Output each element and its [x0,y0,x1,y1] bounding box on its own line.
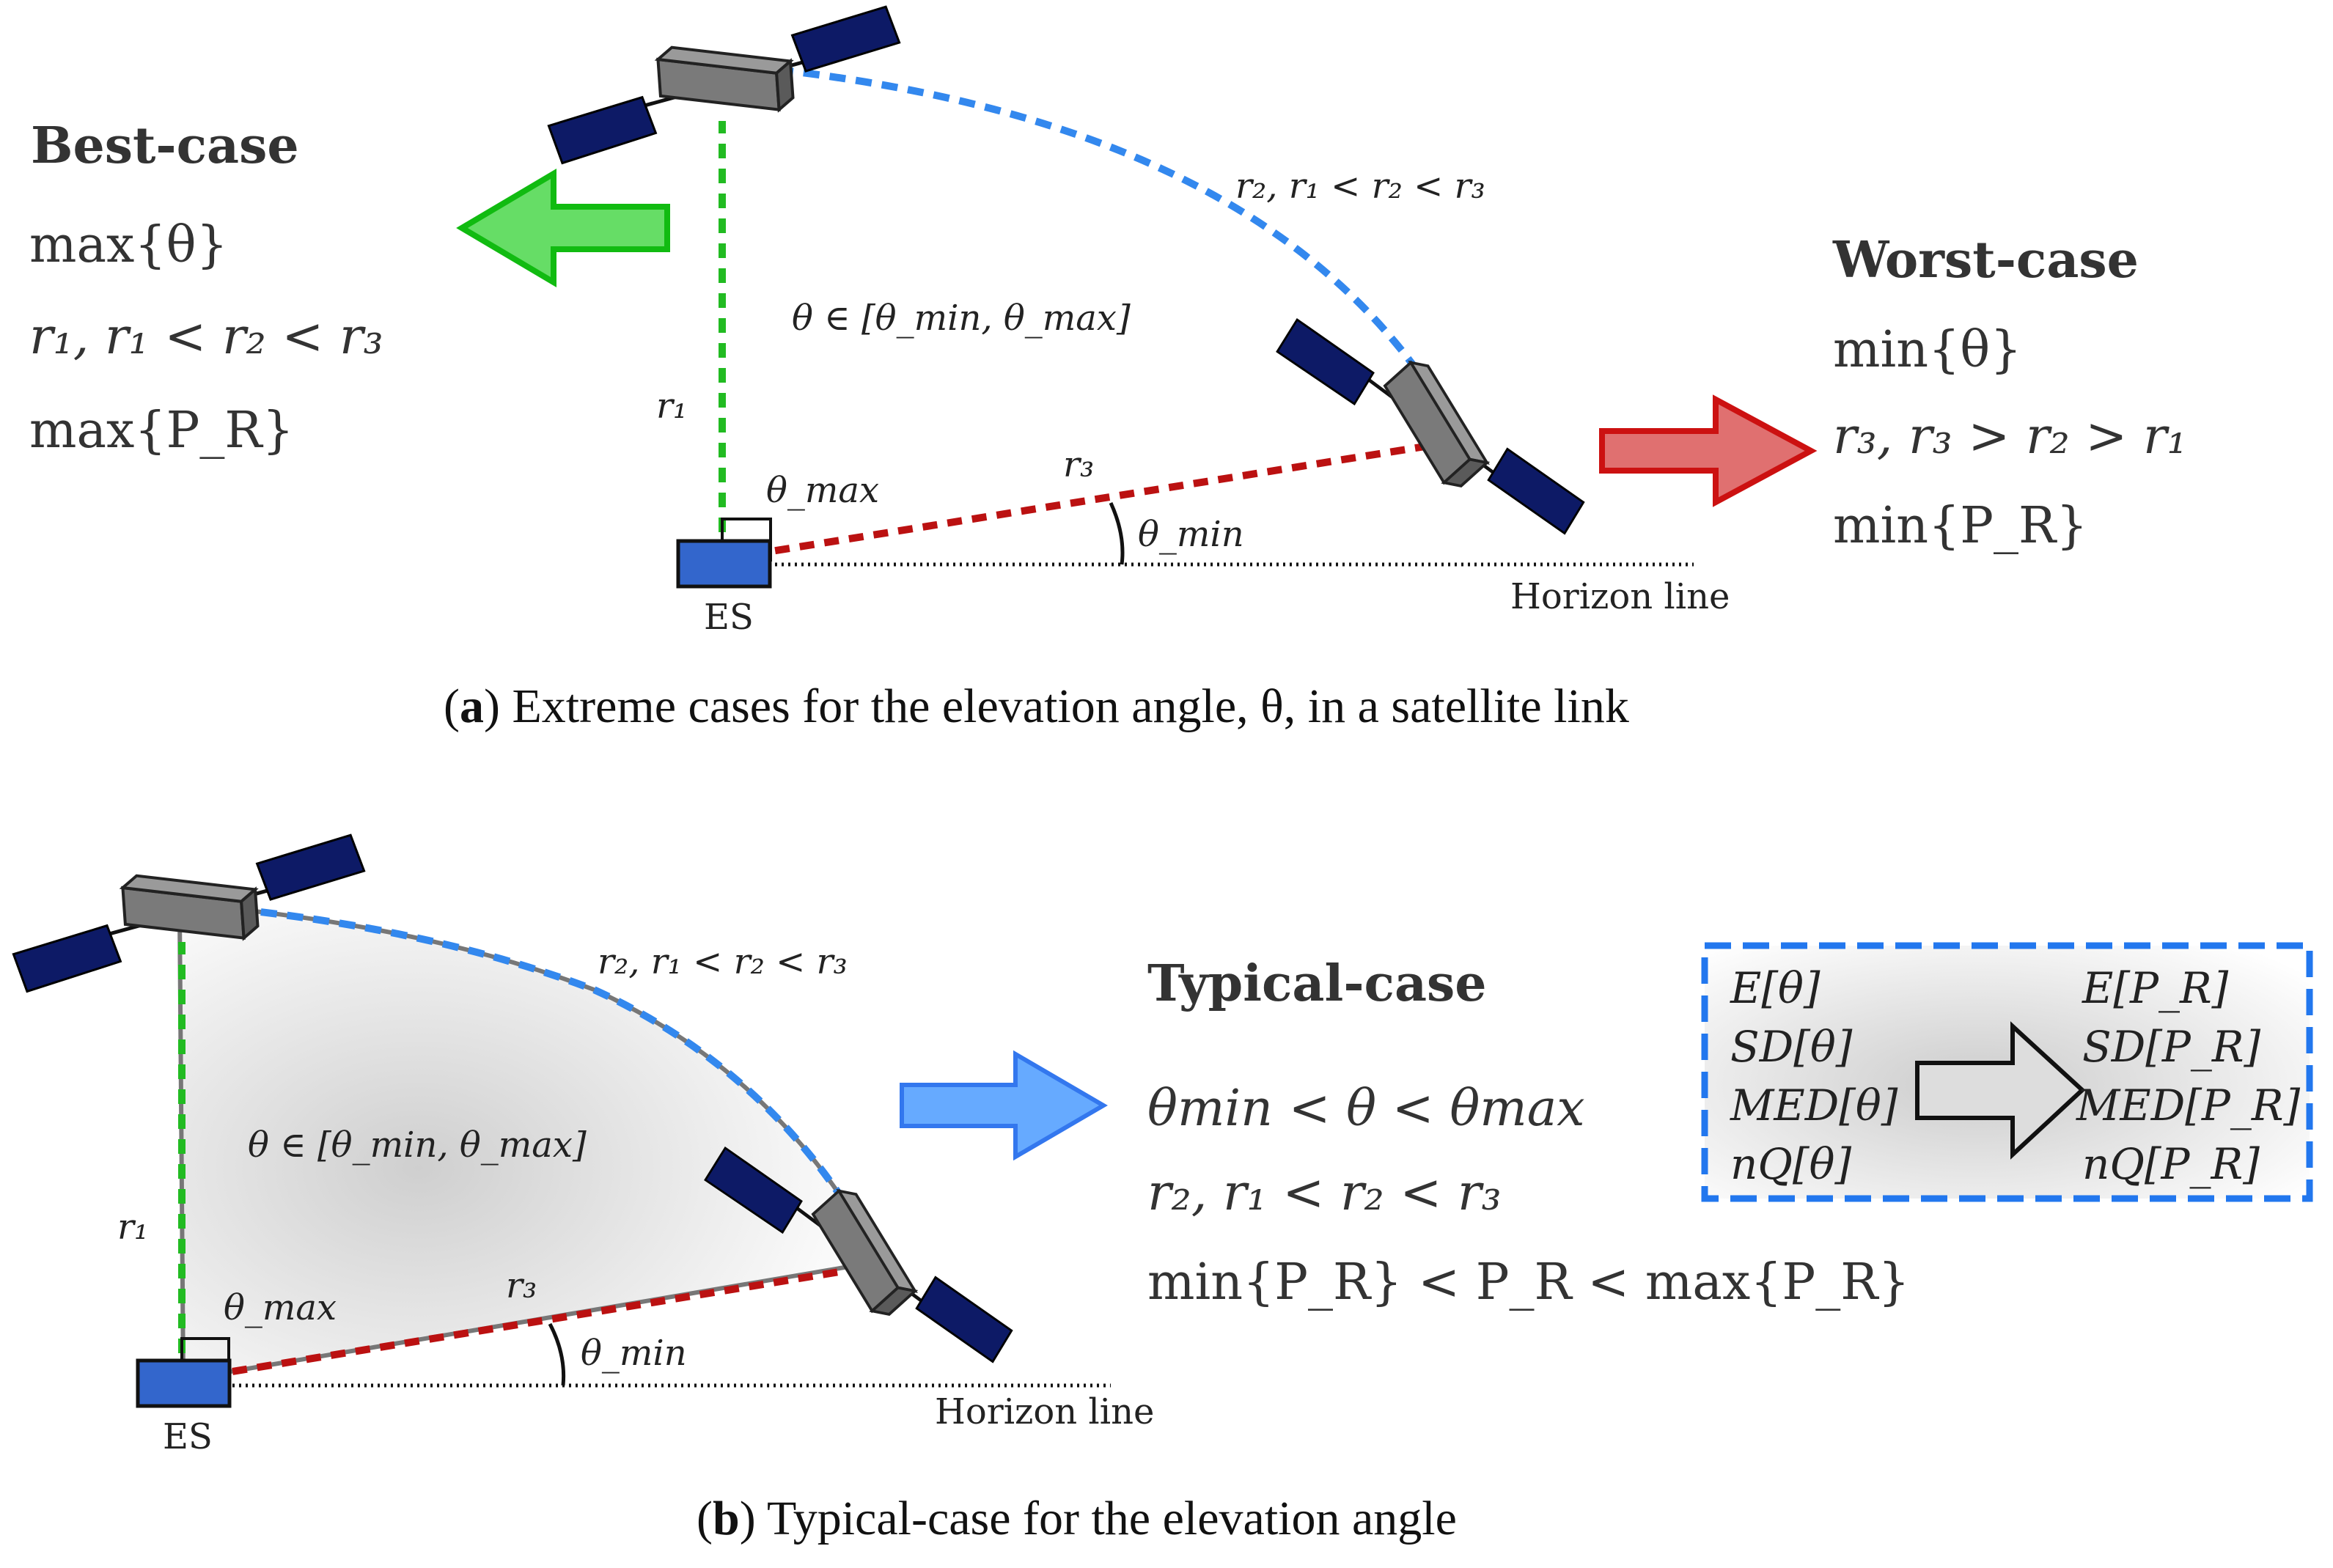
r3-label-b: r₃ [506,1265,537,1306]
best-case-arrow [456,168,670,288]
satellite-top-a [542,6,906,163]
worst-case-arrow [1599,394,1818,507]
horizon-label-b: Horizon line [935,1391,1154,1432]
stats-left-2: SD[θ] [1730,1022,1853,1072]
best-case-line3: max{P_R} [29,402,294,460]
stats-right-3: MED[P_R] [2076,1081,2301,1130]
caption-b: (b) Typical-case for the elevation angle [697,1492,1457,1545]
typical-case-line1: θmin < θ < θmax [1147,1080,1585,1138]
earth-station-b [136,1358,232,1408]
worst-case-line1: min{θ} [1833,321,2022,379]
theta-min-label-b: θ_min [581,1333,687,1374]
panel-b: r₂, r₁ < r₂ < r₃ θ ∈ [θ_min, θ_max] r₁ r… [7,834,2313,1545]
stats-right-2: SD[P_R] [2082,1022,2261,1072]
typical-case-line3: min{P_R} < P_R < max{P_R} [1147,1254,1910,1311]
r3-label-a: r₃ [1063,444,1094,485]
stats-left-1: E[θ] [1730,963,1821,1013]
best-case-line2: r₁, r₁ < r₂ < r₃ [29,308,383,366]
worst-case-line3: min{P_R} [1833,497,2088,555]
stats-left-3: MED[θ] [1730,1081,1898,1130]
theta-min-arc-b [548,1322,566,1386]
theta-range-label-a: θ ∈ [θ_min, θ_max] [792,298,1131,339]
r2-relation-label-b: r₂, r₁ < r₂ < r₃ [598,941,848,982]
theta-min-label-a: θ_min [1138,514,1244,555]
r3-line-a [725,442,1430,562]
worst-case-title: Worst-case [1832,231,2139,290]
stats-left-4: nQ[θ] [1730,1139,1851,1189]
caption-b-letter: b [713,1492,740,1545]
caption-a-text: Extreme cases for the elevation angle, θ… [500,680,1629,733]
r1-label-b: r₁ [117,1207,148,1248]
es-label-a: ES [704,597,754,638]
theta-max-label-b: θ_max [224,1287,337,1328]
stats-arrow [1915,1021,2086,1160]
r2-relation-label-a: r₂, r₁ < r₂ < r₃ [1235,166,1485,207]
caption-a: (a) Extreme cases for the elevation angl… [444,680,1629,733]
caption-b-text: Typical-case for the elevation angle [756,1492,1457,1545]
theta-range-label-b: θ ∈ [θ_min, θ_max] [248,1125,587,1166]
typical-case-arrow [900,1050,1108,1161]
satellite-low-a [1270,259,1590,595]
theta-min-arc-a [1109,501,1125,565]
stats-right-4: nQ[P_R] [2082,1139,2260,1189]
best-case-title: Best-case [31,117,299,175]
r2-arc-a [776,66,1441,402]
typical-case-title: Typical-case [1147,954,1487,1013]
stats-right-1: E[P_R] [2082,963,2229,1013]
r1-label-a: r₁ [656,386,687,427]
theta-max-label-a: θ_max [766,470,879,511]
worst-case-line2: r₃, r₃ > r₂ > r₁ [1833,408,2187,465]
es-label-b: ES [163,1416,213,1457]
best-case-line1: max{θ} [29,216,228,274]
caption-a-letter: a [460,680,484,733]
earth-station-a [676,539,772,589]
typical-case-line2: r₂, r₁ < r₂ < r₃ [1147,1164,1502,1222]
panel-a: r₂, r₁ < r₂ < r₃ θ ∈ [θ_min, θ_max] r₁ r… [29,6,2187,733]
horizon-label-a: Horizon line [1510,576,1730,617]
